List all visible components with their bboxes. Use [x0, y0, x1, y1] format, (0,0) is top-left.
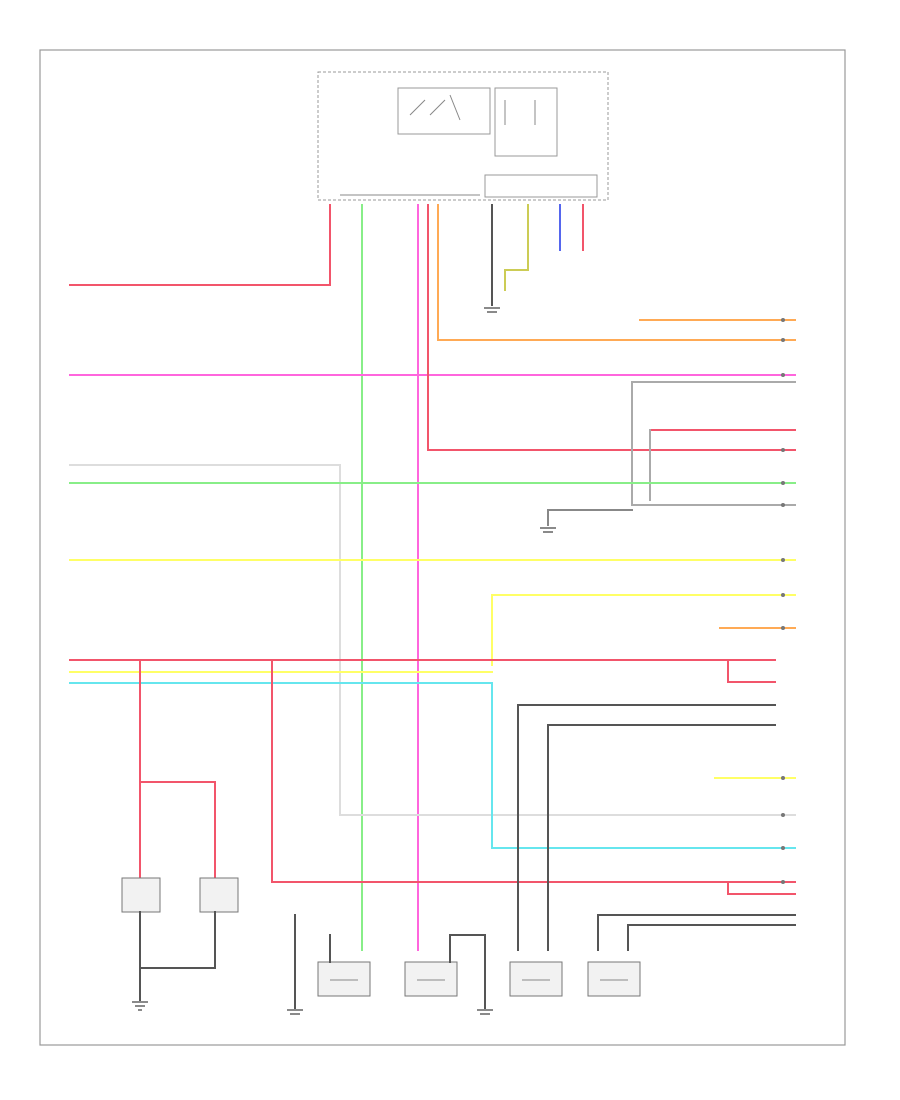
- right-front-door-lamp: [404, 961, 458, 997]
- wire-red-top: [69, 204, 331, 286]
- ground-symbol-top: [484, 307, 500, 313]
- relay-block: [397, 87, 491, 135]
- left-front-door-lamp: [317, 961, 371, 997]
- wire-black-rear-2: [547, 724, 776, 951]
- wire-black-switch: [139, 911, 216, 1001]
- right-terminals: [781, 318, 785, 884]
- wire-black-rear-4: [627, 924, 796, 951]
- fuse-block: [494, 87, 558, 157]
- ground-symbol-3: [477, 1009, 493, 1015]
- wire-black-lamp-3: [449, 934, 486, 1009]
- wire-orange-1: [437, 204, 796, 341]
- relay-switch-icon: [409, 94, 461, 121]
- wire-gray-ground: [547, 509, 633, 526]
- diagram-frame: [39, 49, 846, 1046]
- left-front-door-switch: [121, 877, 161, 913]
- wire-gray-right: [631, 381, 796, 506]
- ground-symbol-mid: [540, 527, 556, 533]
- fuse-relay-box: [317, 71, 609, 201]
- wire-white-horizontal: [69, 464, 796, 816]
- wire-black-rear-3: [597, 914, 796, 951]
- wire-red-loop-branch: [727, 881, 796, 895]
- wire-yellow-right: [491, 594, 796, 666]
- right-front-door-switch: [199, 877, 239, 913]
- wire-olive-connector: [504, 204, 529, 291]
- wire-black-rear-1: [517, 704, 776, 951]
- fuse-icon: [504, 100, 536, 125]
- wire-red-branch: [727, 659, 776, 683]
- wire-red-loop: [271, 659, 796, 883]
- wire-cyan-horizontal: [69, 682, 796, 849]
- left-rear-door-lamp: [587, 961, 641, 997]
- connector-block: [484, 174, 598, 198]
- fuse-box-outline: [317, 71, 609, 201]
- right-rear-door-lamp: [509, 961, 563, 997]
- wire-red-left-branch: [139, 781, 216, 881]
- ground-symbol-2: [287, 1009, 303, 1015]
- wire-red-vertical: [427, 204, 796, 451]
- ground-symbol-1: [132, 1001, 148, 1011]
